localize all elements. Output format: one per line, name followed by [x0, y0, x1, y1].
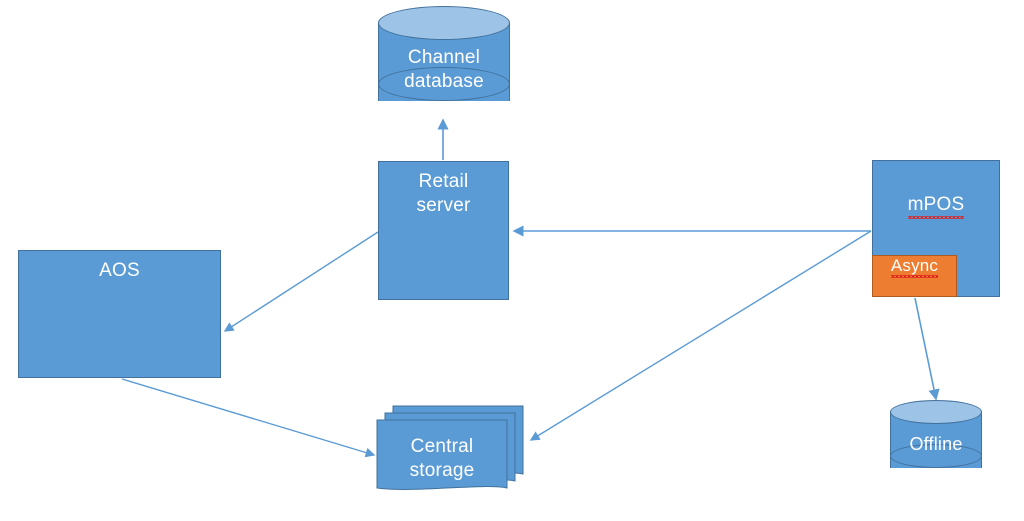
node-label-channel-database: Channel database — [404, 47, 484, 92]
cylinder-bottom — [378, 67, 510, 101]
node-label-aos: AOS — [99, 260, 140, 281]
node-label-mpos: mPOS — [907, 161, 965, 219]
node-central-storage[interactable]: Central storage — [370, 400, 530, 500]
node-label-async-client: Async client — [890, 236, 939, 316]
node-label-central-storage: Central storage — [409, 436, 475, 481]
connector-mpos-to-central-storage — [529, 230, 872, 441]
node-channel-database[interactable]: Channel database — [378, 6, 510, 118]
node-label-retail-server: Retail server — [416, 171, 471, 216]
cylinder-bottom — [890, 444, 982, 468]
spellcheck-underline-async: Async — [890, 256, 939, 278]
node-retail-server[interactable]: Retail server — [378, 161, 509, 300]
connector-aos-to-central-storage — [121, 378, 376, 458]
cylinder-top — [378, 6, 510, 40]
connector-retail-server-to-aos — [223, 231, 379, 332]
node-async-client[interactable]: Async client — [872, 255, 957, 315]
stacked-documents-shape — [376, 405, 524, 490]
node-label-async-client-line2: client — [894, 296, 935, 315]
node-offline[interactable]: Offline — [890, 400, 982, 480]
node-aos[interactable]: AOS — [18, 250, 221, 378]
cylinder-top — [890, 400, 982, 424]
document-sheet-front — [376, 419, 508, 490]
spellcheck-underline-mpos: mPOS — [907, 194, 965, 219]
node-label-offline: Offline — [909, 434, 963, 454]
